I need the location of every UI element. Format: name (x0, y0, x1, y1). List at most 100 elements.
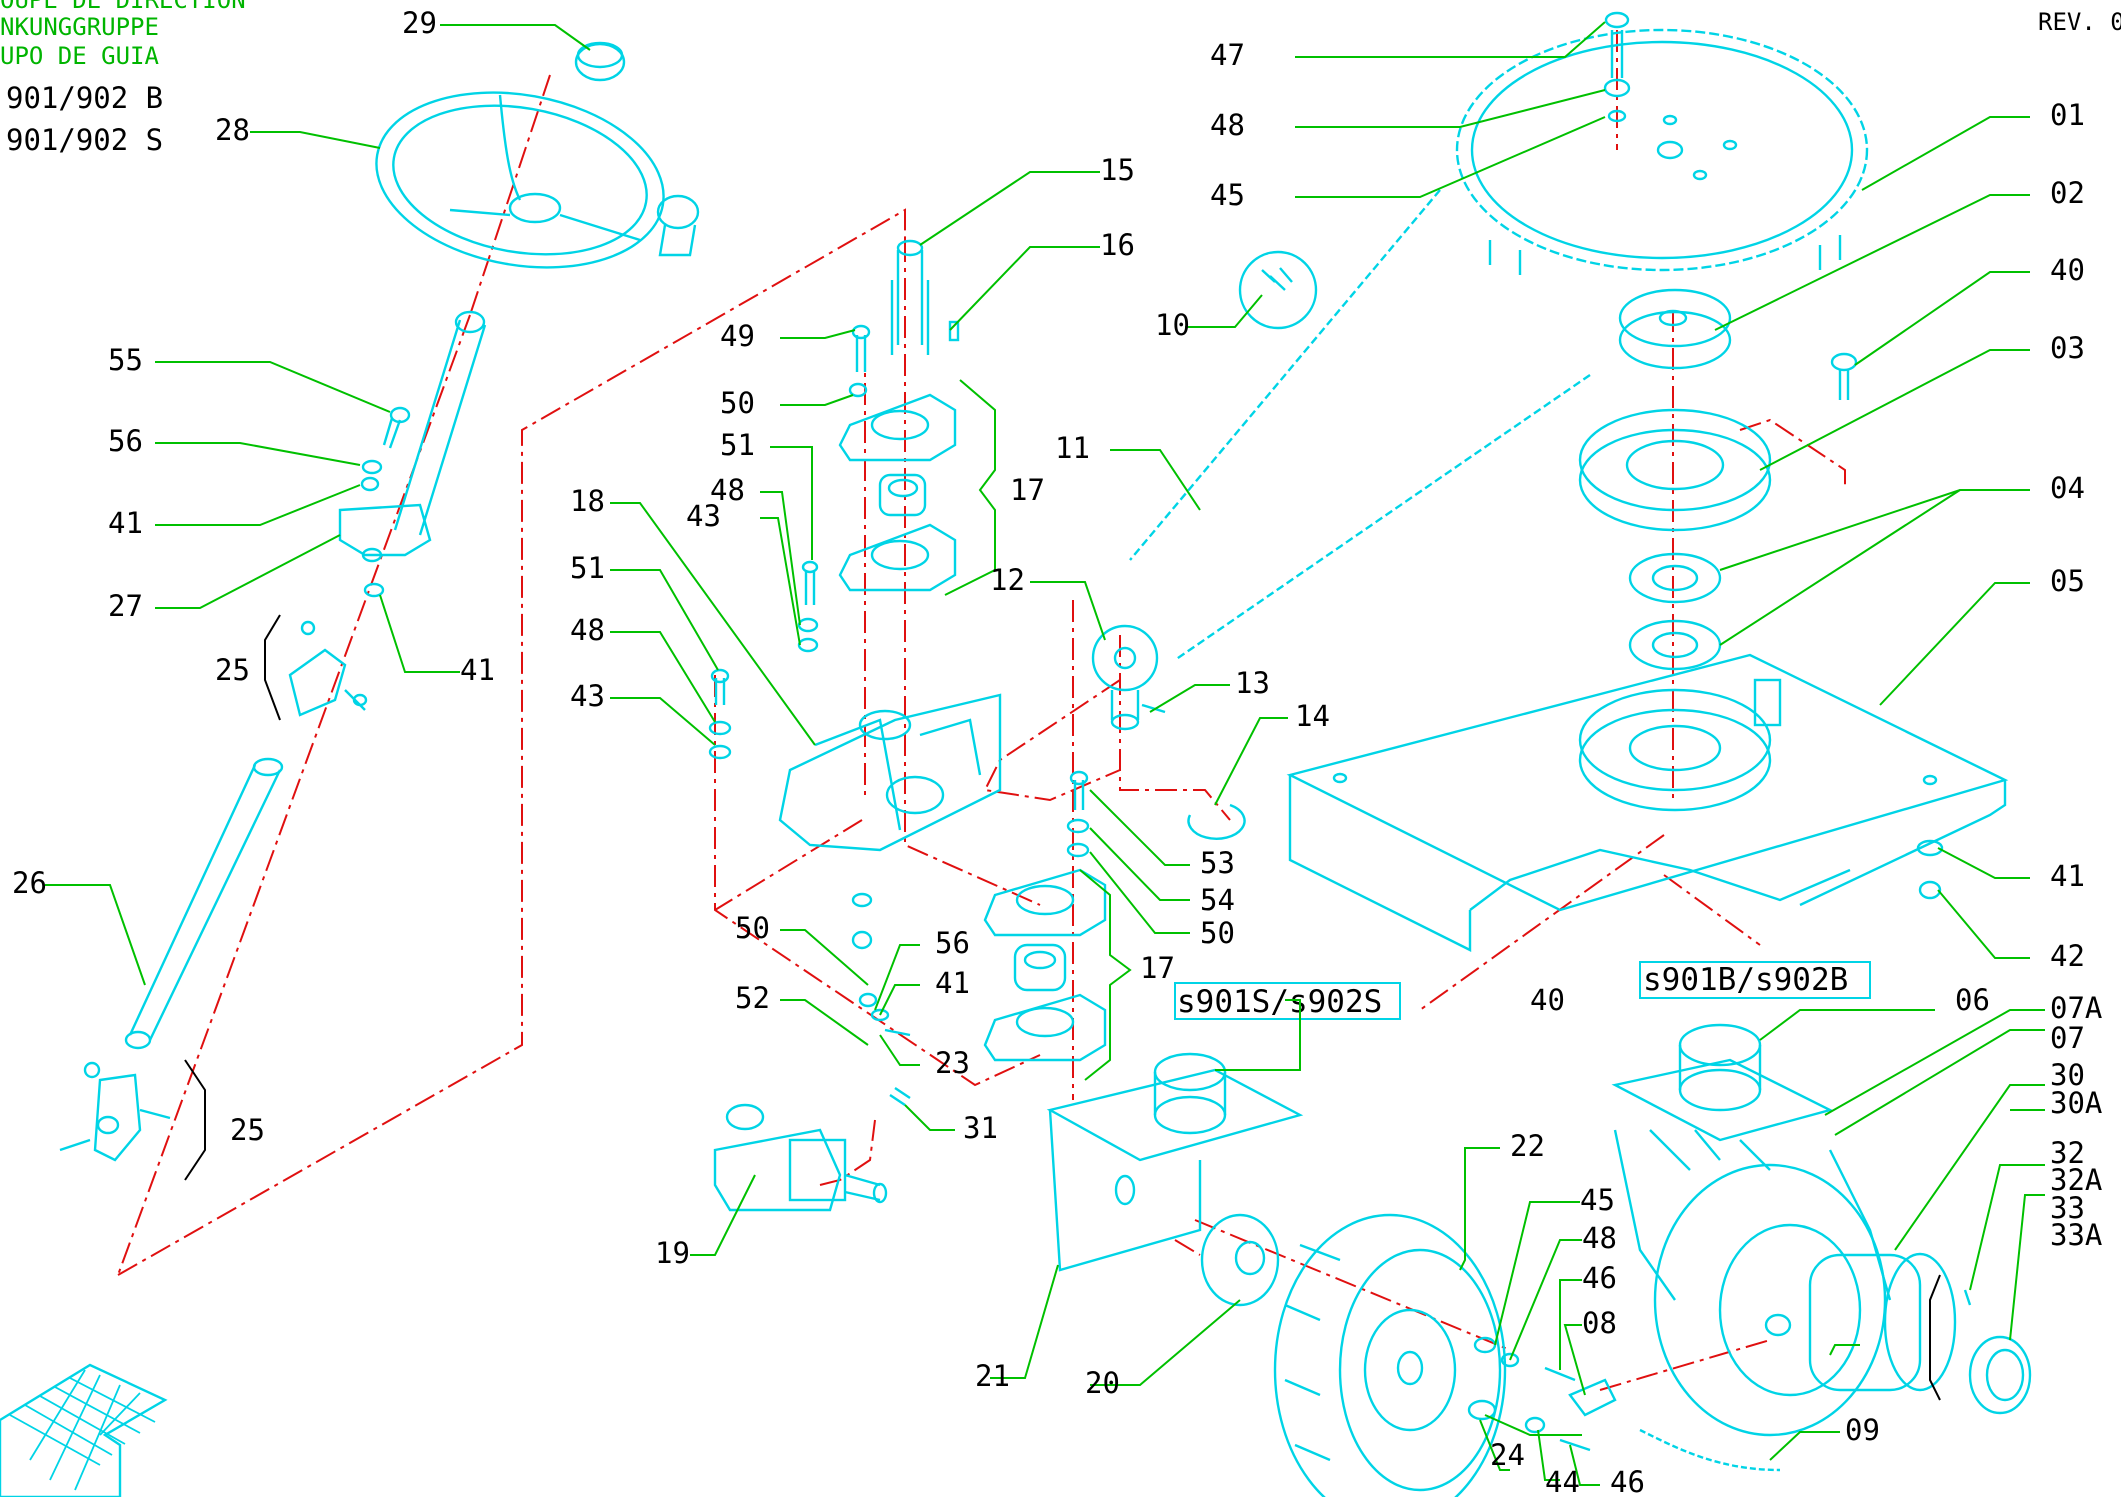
callout-28: 28 (215, 113, 250, 147)
callout-54: 54 (1200, 883, 1235, 917)
callout-15: 15 (1100, 153, 1135, 187)
intermediate-shaft (128, 764, 282, 1041)
callout-53: 53 (1200, 846, 1235, 880)
callout-46-b: 46 (1610, 1465, 1645, 1497)
title-line-1: OUPE DE DIRECTION (0, 0, 246, 14)
callout-08: 08 (1582, 1306, 1617, 1340)
callout-50-c: 50 (735, 911, 770, 945)
callout-09: 09 (1845, 1413, 1880, 1447)
callout-50: 50 (720, 386, 755, 420)
flange-bearing-b (1013, 943, 1067, 992)
wheel-assembly (1200, 1213, 1781, 1497)
lower-flange-assembly (851, 770, 1107, 1062)
callout-45: 45 (1210, 178, 1245, 212)
callout-44: 44 (1545, 1465, 1580, 1497)
callout-49: 49 (720, 319, 755, 353)
revision-label: REV. 0 (2038, 8, 2121, 36)
callout-21: 21 (975, 1359, 1010, 1393)
callout-52: 52 (735, 981, 770, 1015)
callout-33a: 33A (2050, 1218, 2102, 1252)
universal-joint-lower (93, 1073, 142, 1162)
steering-wheel-rim (375, 91, 665, 269)
brake-disc (1968, 1335, 2032, 1415)
callout-47: 47 (1210, 38, 1245, 72)
large-ring-gear (1455, 28, 1869, 272)
callout-29: 29 (402, 6, 437, 40)
universal-joint-upper (288, 648, 347, 717)
callout-04: 04 (2050, 471, 2085, 505)
callout-14: 14 (1295, 699, 1330, 733)
callout-40: 40 (2050, 253, 2085, 287)
callout-41-c: 41 (2050, 859, 2085, 893)
motor-bracket-plate (1046, 1068, 1304, 1162)
callout-33: 33 (2050, 1191, 2085, 1225)
drive-unit-assembly (1611, 1023, 2032, 1437)
flange-bearing-upper (878, 473, 927, 517)
callout-10: 10 (1155, 308, 1190, 342)
callout-06: 06 (1955, 983, 1990, 1017)
motor-assembly (713, 992, 1304, 1272)
steering-wheel-assembly (59, 41, 700, 1181)
callout-43-b: 43 (570, 679, 605, 713)
callout-24: 24 (1490, 1438, 1525, 1472)
callout-12: 12 (990, 563, 1025, 597)
motor-flange (788, 1138, 847, 1202)
column-bracket (338, 503, 432, 557)
callout-43: 43 (686, 499, 721, 533)
chain-link-detail-circle (1238, 250, 1318, 330)
hub-02 (1618, 310, 1732, 370)
callout-48: 48 (710, 473, 745, 507)
callout-02: 02 (2050, 176, 2085, 210)
callout-27: 27 (108, 589, 143, 623)
callout-48-b: 48 (570, 613, 605, 647)
callout-41-column: 41 (460, 653, 495, 687)
bearing-04-lower (1628, 619, 1722, 671)
model-box-b: s901B/s902B (1639, 961, 1871, 999)
flange-housing-b-upper (983, 868, 1107, 937)
drive-chain-right (1174, 374, 1591, 661)
callout-46: 46 (1582, 1261, 1617, 1295)
flange-housing-lower (838, 523, 957, 592)
assembly-axis-lines (117, 30, 1846, 1391)
model-box-s-label: s901S/s902S (1177, 984, 1382, 1020)
model-line-2: 901/902 S (6, 123, 163, 157)
callout-48-d: 48 (1582, 1221, 1617, 1255)
callout-45-b: 45 (1580, 1183, 1615, 1217)
drive-chain-left (1129, 189, 1441, 561)
callout-25-lower: 25 (230, 1113, 265, 1147)
drive-top-plate (1611, 1058, 1834, 1142)
callout-18: 18 (570, 484, 605, 518)
callout-56-b: 56 (935, 926, 970, 960)
callout-23: 23 (935, 1046, 970, 1080)
callout-32a: 32A (2050, 1163, 2102, 1197)
leader-lines (45, 21, 2045, 1486)
callout-03: 03 (2050, 331, 2085, 365)
shaft-key (948, 320, 960, 342)
callout-11: 11 (1055, 431, 1090, 465)
model-box-s: s901S/s902S (1174, 982, 1401, 1020)
model-line-1: 901/902 B (6, 81, 163, 115)
header-block: OUPE DE DIRECTION NKUNGGRUPPE UPO DE GUI… (0, 0, 2121, 157)
turntable-sprocket-assembly (1455, 11, 1869, 812)
step-plate (0, 1363, 168, 1497)
callout-48-c: 48 (1210, 108, 1245, 142)
callout-51-b: 51 (570, 551, 605, 585)
callout-17-upper: 17 (1010, 473, 1045, 507)
chain-drive (1091, 189, 1591, 840)
callout-16: 16 (1100, 228, 1135, 262)
callout-26: 26 (12, 866, 47, 900)
callout-17-lower: 17 (1140, 951, 1175, 985)
axle-stub-08 (1568, 1378, 1617, 1417)
callout-41-d: 41 (935, 966, 970, 1000)
callout-20: 20 (1085, 1366, 1120, 1400)
bearing-04-upper (1628, 552, 1722, 604)
mounting-bracket (778, 693, 1002, 852)
title-line-2: NKUNGGRUPPE (0, 13, 159, 41)
callout-07a: 07A (2050, 991, 2102, 1025)
callout-32: 32 (2050, 1136, 2085, 1170)
drive-wheel-22 (1273, 1213, 1507, 1497)
callout-07: 07 (2050, 1021, 2085, 1055)
callout-41: 41 (108, 506, 143, 540)
chassis-stop-block (1753, 678, 1782, 727)
